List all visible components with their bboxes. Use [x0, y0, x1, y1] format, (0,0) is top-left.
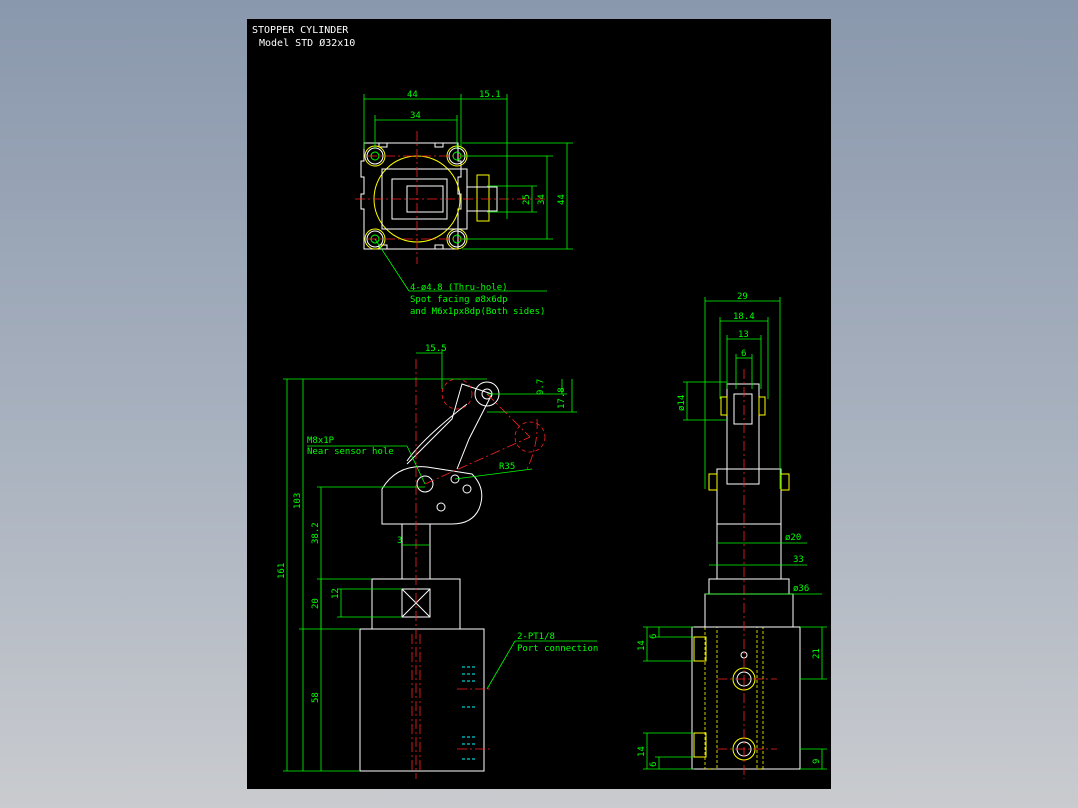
top-view: 44 15.1 34 25 34 44 4-ø4.8 (Thru-hole) S… — [355, 90, 573, 317]
mounting-holes — [364, 145, 468, 250]
port-note-line-2: Port connection — [517, 644, 598, 654]
dim-13: 13 — [738, 330, 749, 340]
port-marks — [462, 666, 475, 760]
dim-15-5: 15.5 — [425, 344, 447, 354]
dim-dia20: ø20 — [785, 533, 801, 543]
dim-15-1: 15.1 — [479, 90, 501, 100]
dim-44-side: 44 — [557, 194, 567, 205]
dim-33: 33 — [793, 555, 804, 565]
dim-34-top: 34 — [410, 111, 421, 121]
dim-161: 161 — [277, 563, 287, 579]
title-line-1: STOPPER CYLINDER — [252, 25, 349, 36]
dim-38-2: 38.2 — [311, 522, 321, 544]
dim-17-8: 17.8 — [557, 387, 567, 409]
dim-9-7: 9.7 — [536, 379, 546, 395]
sensor-note-line-2: Near sensor hole — [307, 447, 394, 457]
top-body-outline — [360, 142, 462, 250]
dim-58: 58 — [311, 692, 321, 703]
dim-dia14: ø14 — [677, 395, 687, 411]
dim-34-side: 34 — [537, 194, 547, 205]
front-pivot-hole — [416, 475, 434, 493]
sensor-note-line-1: M8x1P — [307, 436, 335, 446]
dim-29: 29 — [737, 292, 748, 302]
side-lever-block — [716, 468, 782, 525]
dim-103: 103 — [293, 493, 303, 509]
dim-20: 20 — [311, 598, 321, 609]
dim-3: 3 — [397, 536, 402, 546]
dim-12: 12 — [331, 588, 341, 599]
front-lever-head — [381, 466, 483, 525]
dim-dia36: ø36 — [793, 584, 809, 594]
side-roller-arm — [726, 383, 760, 485]
dim-9: 9 — [812, 759, 822, 764]
cad-drawing: STOPPER CYLINDER Model STD Ø32x10 — [252, 25, 827, 779]
hole-note-line-3: and M6x1px8dp(Both sides) — [410, 307, 545, 317]
front-view: 161 103 38.2 20 12 58 15.5 9.7 17.8 3 R3… — [277, 344, 598, 779]
hole-note-line-1: 4-ø4.8 (Thru-hole) — [410, 283, 508, 293]
dim-6-upper: 6 — [649, 634, 659, 639]
top-lever-body — [381, 168, 468, 230]
front-lever-arm — [406, 383, 493, 470]
dim-14-lower: 14 — [637, 746, 647, 757]
top-body-slots — [378, 143, 444, 249]
side-rod-cover — [704, 593, 794, 628]
dim-21: 21 — [812, 648, 822, 659]
dim-18-4: 18.4 — [733, 312, 755, 322]
title-line-2: Model STD Ø32x10 — [259, 37, 355, 49]
side-view: 29 18.4 13 6 ø14 ø20 33 ø36 21 9 — [637, 292, 827, 779]
side-piston-rod — [716, 523, 782, 580]
dim-r35: R35 — [499, 462, 515, 472]
dim-6-top: 6 — [741, 349, 746, 359]
top-roller — [476, 174, 490, 222]
port-note-line-1: 2-PT1/8 — [517, 632, 555, 642]
dim-25: 25 — [522, 194, 532, 205]
side-cylinder-body — [691, 626, 801, 770]
front-rod-cover — [371, 578, 461, 630]
dim-44: 44 — [407, 90, 418, 100]
front-cylinder-tube — [359, 628, 485, 772]
dim-14-upper: 14 — [637, 640, 647, 651]
drawing-sheet: STOPPER CYLINDER Model STD Ø32x10 — [247, 19, 831, 789]
hole-note-line-2: Spot facing ø8x6dp — [410, 295, 508, 305]
dim-6-lower: 6 — [649, 762, 659, 767]
